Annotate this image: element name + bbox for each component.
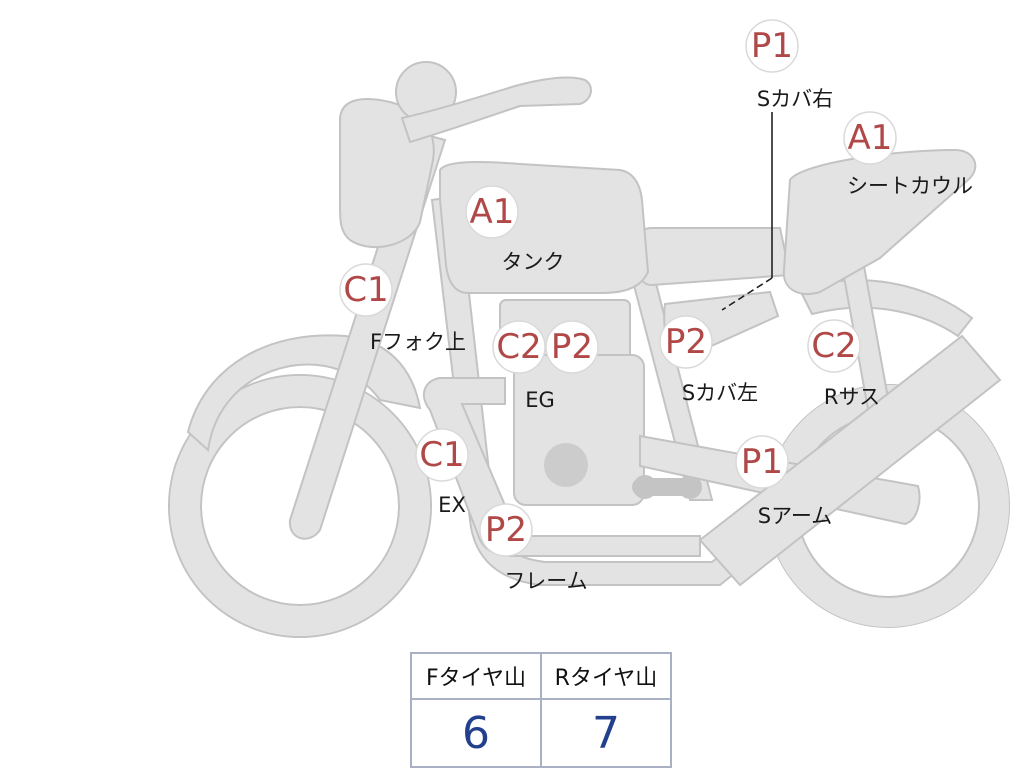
badge-name: Rサス [824,385,880,409]
badge-name: フレーム [504,569,587,593]
badge-name: Sカバ左 [682,381,758,405]
badge-code: A1 [848,118,893,158]
motorcycle-silhouette [168,61,1010,638]
front-tread-header: Fタイヤ山 [410,652,542,700]
badge-code: P2 [551,327,593,367]
badge-frame[interactable]: P2 フレーム [479,503,588,593]
badge-code: P1 [741,442,783,482]
badge-code: C2 [496,327,541,367]
rear-tread-header: Rタイヤ山 [540,652,672,700]
s-cover-right-leader-dash [721,277,773,311]
badge-s-cover-right[interactable]: P1 Sカバ右 [745,19,833,111]
front-wheel [168,374,432,638]
badge-r-suspension[interactable]: C2 Rサス [807,319,880,409]
badge-code: P2 [665,322,707,362]
engine-cover [544,443,588,487]
part-badges: P1 Sカバ右 A1 シートカウル A1 タンク C1 Fフォク上 C2 P2 … [339,19,973,593]
badge-name: Sカバ右 [757,87,833,111]
badge-code: C1 [419,435,464,475]
engine-label: EG [525,388,555,412]
badge-engine-c2[interactable]: C2 [492,320,546,374]
badge-name: Sアーム [758,504,832,528]
badge-swingarm[interactable]: P1 Sアーム [735,435,832,528]
badge-name: Fフォク上 [370,330,466,354]
badge-engine-p2[interactable]: P2 [545,320,599,374]
badge-code: C2 [811,326,856,366]
badge-f-fork-upper[interactable]: C1 Fフォク上 [339,263,466,354]
badge-seat-cowl[interactable]: A1 シートカウル [843,111,973,198]
badge-exhaust[interactable]: C1 EX [415,428,469,517]
badge-name: EX [438,493,466,517]
seat [639,227,792,287]
badge-tank[interactable]: A1 タンク [465,185,565,274]
footpeg-end-right [678,475,702,499]
badge-name: シートカウル [847,174,973,198]
badge-code: C1 [343,270,388,310]
badge-s-cover-left[interactable]: P2 Sカバ左 [659,315,758,405]
badge-code: P1 [751,26,793,66]
badge-name: タンク [502,250,565,274]
tire-tread-table: Fタイヤ山 Rタイヤ山 6 7 [410,652,672,768]
rear-shock [698,334,1002,587]
front-tread-value: 6 [410,698,542,768]
seat-cowl [782,148,977,295]
footpeg-end-left [633,475,657,499]
badge-code: A1 [470,192,515,232]
rear-tread-value: 7 [540,698,672,768]
handlebar [400,76,592,144]
badge-code: P2 [485,510,527,550]
